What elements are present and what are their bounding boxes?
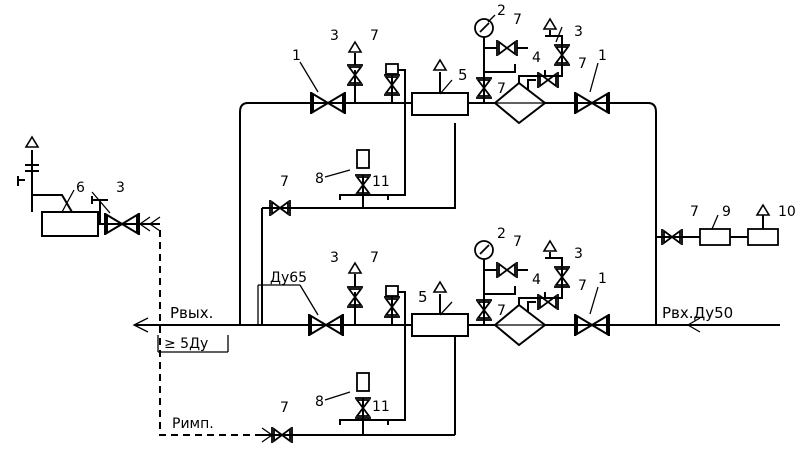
callout-5: 5 [418, 288, 428, 306]
callout-10: 10 [778, 204, 796, 220]
callout-8: 8 [315, 394, 324, 410]
label-p-in: Рвх.Ду50 [662, 304, 733, 322]
callout-3: 3 [116, 180, 125, 196]
callout-2: 2 [497, 3, 506, 19]
callout-4: 4 [532, 50, 541, 66]
callout-7: 7 [513, 234, 522, 250]
callout-7: 7 [578, 278, 587, 294]
callout-3: 3 [330, 28, 339, 44]
callout-2: 2 [497, 226, 506, 242]
callout-7: 7 [280, 400, 289, 416]
callout-7: 7 [497, 81, 506, 97]
callout-7: 7 [370, 28, 379, 44]
callout-11: 11 [372, 174, 390, 190]
callout-7: 7 [370, 250, 379, 266]
callout-7: 7 [497, 303, 506, 319]
callout-7: 7 [690, 204, 699, 220]
label-p-out: Рвых. [170, 304, 213, 322]
device-10 [747, 228, 779, 246]
callout-1: 1 [598, 271, 607, 287]
label-min-length: ≥ 5Ду [164, 336, 208, 352]
callout-1: 1 [292, 48, 301, 64]
regulator-5-bottom [411, 313, 469, 337]
callout-1: 1 [598, 48, 607, 64]
regulator-5-top [411, 92, 469, 116]
callout-3: 3 [574, 246, 583, 262]
callout-3: 3 [330, 250, 339, 266]
callout-11: 11 [372, 399, 390, 415]
callout-7: 7 [578, 56, 587, 72]
callout-9: 9 [722, 204, 731, 220]
callout-4: 4 [532, 272, 541, 288]
callout-8: 8 [315, 171, 324, 187]
callout-5: 5 [458, 66, 468, 84]
label-p-imp: Римп. [172, 416, 214, 432]
device-9 [699, 228, 731, 246]
callout-3: 3 [574, 24, 583, 40]
callout-7: 7 [280, 174, 289, 190]
device-6 [41, 211, 99, 237]
label-dn65: Ду65 [270, 270, 307, 286]
callout-6: 6 [76, 180, 85, 196]
callout-7: 7 [513, 12, 522, 28]
